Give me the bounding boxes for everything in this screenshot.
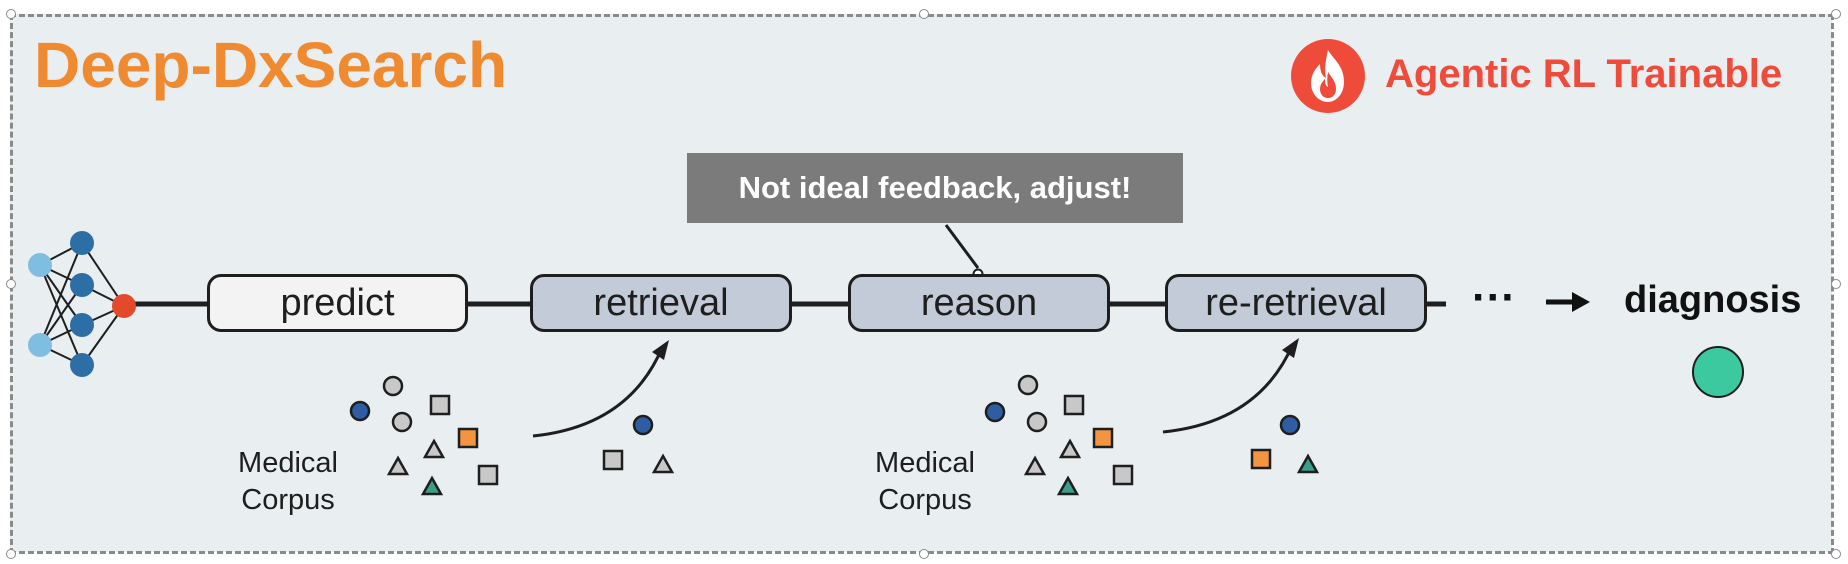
retrieval-arrow-2 bbox=[1162, 345, 1294, 434]
corpus-label-line1: Medical bbox=[238, 447, 338, 479]
resize-handle-top-center[interactable] bbox=[919, 9, 929, 19]
step-predict: predict bbox=[207, 274, 468, 332]
resize-handle-bottom-right[interactable] bbox=[1831, 549, 1841, 559]
resize-handle-middle-left[interactable] bbox=[6, 279, 16, 289]
corpus-documents-1 bbox=[349, 375, 499, 496]
retrieved-documents-1 bbox=[602, 414, 675, 474]
corpus-label-line1: Medical bbox=[875, 447, 975, 479]
diagnosis-result-circle bbox=[1692, 346, 1744, 398]
corpus-label-2: Medical Corpus bbox=[845, 445, 1005, 519]
retrieval-arrow-2-head bbox=[1282, 338, 1299, 358]
step-re-retrieval: re-retrieval bbox=[1165, 274, 1427, 332]
neural-network-icon bbox=[28, 231, 136, 377]
step-retrieval: retrieval bbox=[530, 274, 792, 332]
corpus-label-1: Medical Corpus bbox=[208, 445, 368, 519]
feedback-callout: Not ideal feedback, adjust! bbox=[687, 153, 1183, 223]
retrieval-arrow-1 bbox=[532, 347, 664, 438]
flame-icon bbox=[1291, 39, 1365, 113]
arrow-to-diagnosis-head bbox=[1572, 292, 1590, 312]
diagnosis-label: diagnosis bbox=[1624, 279, 1802, 321]
resize-handle-middle-right[interactable] bbox=[1831, 279, 1841, 289]
feedback-pointer bbox=[944, 224, 980, 269]
corpus-label-line2: Corpus bbox=[878, 484, 972, 517]
resize-handle-bottom-left[interactable] bbox=[6, 549, 16, 559]
diagram-title: Deep-DxSearch bbox=[34, 29, 508, 101]
corpus-label-line2: Corpus bbox=[241, 484, 335, 517]
resize-handle-top-left[interactable] bbox=[6, 9, 16, 19]
resize-handle-bottom-center[interactable] bbox=[919, 549, 929, 559]
retrieval-arrow-1-head bbox=[652, 340, 669, 360]
retrieved-documents-2 bbox=[1250, 414, 1320, 474]
corpus-documents-2 bbox=[984, 374, 1134, 496]
resize-handle-top-right[interactable] bbox=[1831, 9, 1841, 19]
badge-label: Agentic RL Trainable bbox=[1385, 52, 1783, 96]
ellipsis: ··· bbox=[1472, 273, 1516, 322]
step-reason: reason bbox=[848, 274, 1110, 332]
